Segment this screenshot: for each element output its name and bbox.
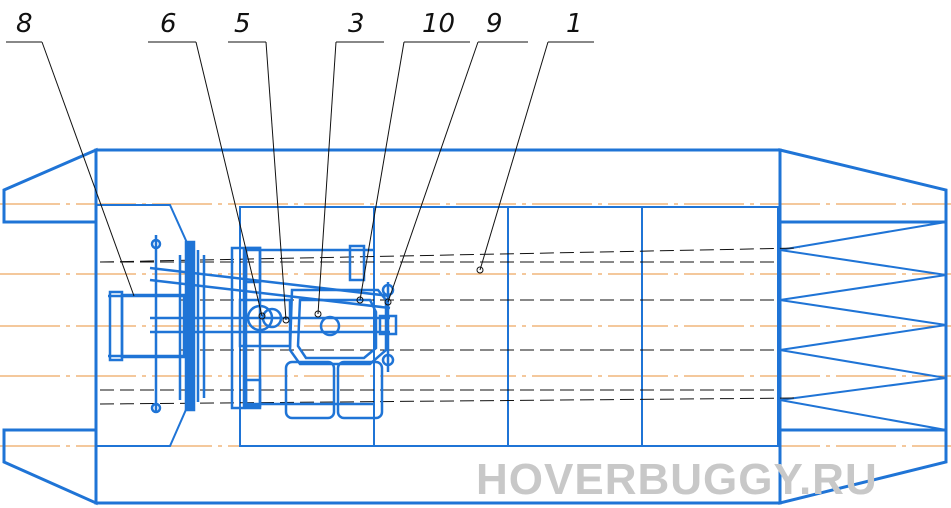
callout-3: 3 — [348, 9, 365, 39]
callout-1: 1 — [566, 9, 583, 39]
callout-8: 8 — [16, 9, 33, 39]
callout-10: 10 — [422, 9, 455, 39]
callout-6: 6 — [160, 9, 177, 39]
watermark: HOVERBUGGY.RU — [476, 455, 878, 504]
callouts: 8 6 5 3 10 9 1 — [6, 9, 594, 324]
callout-9: 9 — [486, 9, 503, 39]
engine-assembly — [108, 235, 398, 420]
callout-5: 5 — [234, 9, 251, 39]
hidden-lines — [99, 247, 801, 405]
hull-outline — [2, 147, 948, 506]
centerlines — [0, 203, 951, 447]
